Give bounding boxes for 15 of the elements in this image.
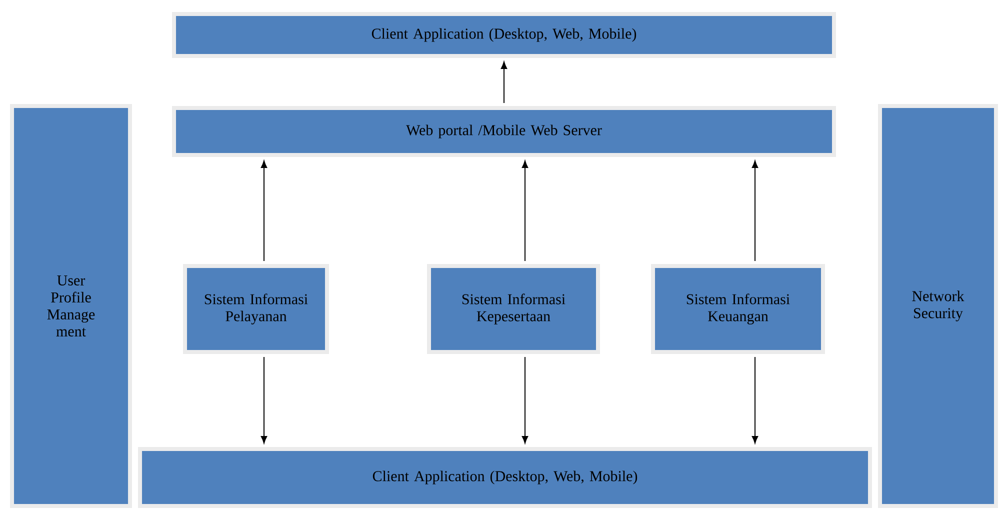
- arrow: [522, 160, 528, 262]
- system-box: Sistem Informasi Keuangan: [651, 264, 825, 354]
- arrow: [752, 160, 758, 262]
- arrow: [260, 356, 268, 444]
- arrow: [522, 356, 528, 444]
- application-bar: Client Application (Desktop, Web, Mobile): [138, 447, 872, 508]
- server-box: Web portal /Mobile Web Server: [172, 106, 836, 157]
- system-box: Sistem Informasi Kepesertaan: [427, 264, 600, 354]
- system-box: Sistem Informasi Pelayanan: [183, 264, 329, 354]
- arrow: [752, 356, 758, 444]
- side-panel: User Profile Manage ment: [10, 104, 132, 508]
- arrow: [260, 160, 268, 262]
- application-box: Client Application (Desktop, Web, Mobile): [172, 12, 836, 58]
- side-panel: Network Security: [878, 104, 998, 508]
- arrow: [500, 62, 508, 104]
